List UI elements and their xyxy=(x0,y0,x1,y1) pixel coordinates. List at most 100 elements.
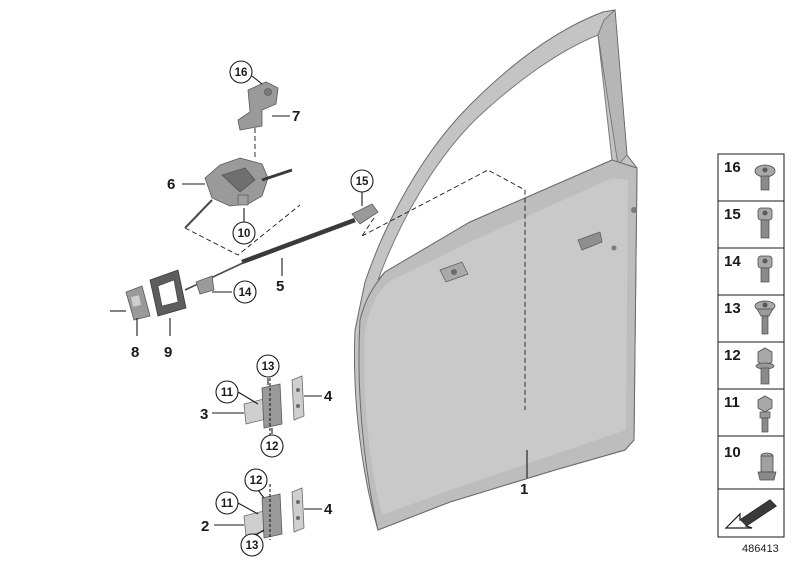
door-lock-clip xyxy=(237,194,249,206)
torx-button-head-screw-icon xyxy=(754,164,776,191)
lower-hinge-plate-part xyxy=(291,487,305,533)
fastener-legend-table: 16 15 14 13 12 11 10 xyxy=(717,153,785,538)
callout-12-lower: 12 xyxy=(244,468,268,492)
upper-hinge-plate xyxy=(291,375,305,421)
torx-countersunk-screw-icon xyxy=(754,300,776,335)
door-lock-cable xyxy=(261,168,293,182)
leader-12b xyxy=(257,489,265,499)
svg-text:11: 11 xyxy=(221,498,234,510)
bowden-cable-end-fitting xyxy=(351,203,379,225)
cover-plate-part xyxy=(125,285,151,321)
svg-text:13: 13 xyxy=(262,361,275,373)
leader-11b xyxy=(237,502,259,515)
fastener-cell-14 xyxy=(717,247,785,296)
callout-11-upper: 11 xyxy=(215,380,239,404)
lock-bracket-body xyxy=(237,81,279,131)
svg-text:12: 12 xyxy=(266,441,279,453)
leader-11a xyxy=(237,391,259,405)
leader-16 xyxy=(251,75,263,85)
hex-flange-bolt-icon xyxy=(755,347,775,385)
cover-plate-window xyxy=(131,295,141,307)
svg-text:13: 13 xyxy=(246,540,259,552)
door-lock-hole xyxy=(631,207,637,213)
callout-12-upper: 12 xyxy=(260,434,284,458)
door-lock-detail xyxy=(221,167,256,193)
callout-3: 3 xyxy=(200,406,208,423)
upper-hinge-plate-hole xyxy=(296,388,300,392)
callout-13-lower: 13 xyxy=(240,533,264,557)
door-shell xyxy=(353,9,638,531)
door-window-opening xyxy=(377,34,613,281)
upper-hinge-knuckle xyxy=(261,383,283,429)
door-handle-recess xyxy=(577,231,603,251)
leader-lines xyxy=(110,75,528,536)
svg-text:15: 15 xyxy=(356,176,369,188)
callout-14: 14 xyxy=(233,280,257,304)
callout-6: 6 xyxy=(167,176,175,193)
callout-4-lower: 4 xyxy=(324,501,333,518)
assembly-line-handle-cable xyxy=(361,217,375,237)
callout-15: 15 xyxy=(350,169,374,193)
assembly-line-rod xyxy=(184,204,301,256)
svg-text:16: 16 xyxy=(235,67,248,79)
fastener-label-10: 10 xyxy=(724,444,741,461)
lower-hinge-plate-hole-2 xyxy=(296,516,300,520)
callout-8: 8 xyxy=(131,344,139,361)
nut-icon xyxy=(757,452,777,481)
upper-hinge-plate-part xyxy=(291,375,305,421)
fastener-label-14: 14 xyxy=(724,253,741,270)
bowden-cable-sleeve xyxy=(241,217,356,265)
callout-4-upper: 4 xyxy=(324,388,333,405)
callout-1: 1 xyxy=(520,481,528,498)
fastener-label-15: 15 xyxy=(724,206,741,223)
svg-text:10: 10 xyxy=(238,228,251,240)
door-bolt-hole xyxy=(611,245,617,251)
svg-text:11: 11 xyxy=(221,387,234,399)
callout-16: 16 xyxy=(229,60,253,84)
callout-11-lower: 11 xyxy=(215,491,239,515)
seal-gasket-part xyxy=(149,269,187,317)
hex-collar-bolt-icon xyxy=(757,395,773,433)
fastener-label-16: 16 xyxy=(724,159,741,176)
door-lock-part xyxy=(184,157,293,229)
lower-hinge-part xyxy=(243,484,283,540)
bowden-cable-lower-fitting xyxy=(195,275,215,295)
fastener-label-11: 11 xyxy=(724,394,740,411)
callout-labels: 1 2 3 4 4 5 6 7 8 9 xyxy=(131,108,528,535)
reference-number: 486413 xyxy=(742,543,779,555)
torx-cap-screw-icon xyxy=(757,207,773,239)
door-panel-shade xyxy=(364,178,628,515)
callout-5: 5 xyxy=(276,278,284,295)
bowden-cable-part xyxy=(184,203,379,295)
door-mirror-hole xyxy=(451,269,457,275)
circled-callouts: 10 11 11 12 12 13 13 14 15 16 xyxy=(215,60,374,557)
assembly-line-lock xyxy=(361,169,526,410)
lower-hinge-plate-hole xyxy=(296,500,300,504)
callout-7: 7 xyxy=(292,108,300,125)
lower-hinge-plate xyxy=(291,487,305,533)
upper-hinge-plate-hole-2 xyxy=(296,404,300,408)
svg-text:14: 14 xyxy=(239,287,252,299)
lock-bracket-part xyxy=(237,81,279,131)
callout-2: 2 xyxy=(201,518,209,535)
fastener-cell-11 xyxy=(717,388,785,437)
fastener-label-13: 13 xyxy=(724,300,741,317)
lock-bracket-screw xyxy=(264,88,272,96)
leader-13b xyxy=(255,529,265,536)
direction-arrow-icon xyxy=(724,499,777,529)
seal-gasket-opening xyxy=(157,279,179,307)
torx-short-screw-icon xyxy=(757,255,773,283)
callout-9: 9 xyxy=(164,344,172,361)
callout-10: 10 xyxy=(232,221,256,245)
svg-text:12: 12 xyxy=(250,475,263,487)
callout-13-upper: 13 xyxy=(256,354,280,378)
door-frame-pillar xyxy=(597,9,628,166)
fastener-cell-15 xyxy=(717,200,785,249)
upper-hinge-part xyxy=(243,368,283,440)
door-lock-rod-link xyxy=(184,199,213,229)
fastener-cell-16 xyxy=(717,153,785,202)
bowden-cable-wire xyxy=(184,261,246,291)
fastener-label-12: 12 xyxy=(724,347,741,364)
